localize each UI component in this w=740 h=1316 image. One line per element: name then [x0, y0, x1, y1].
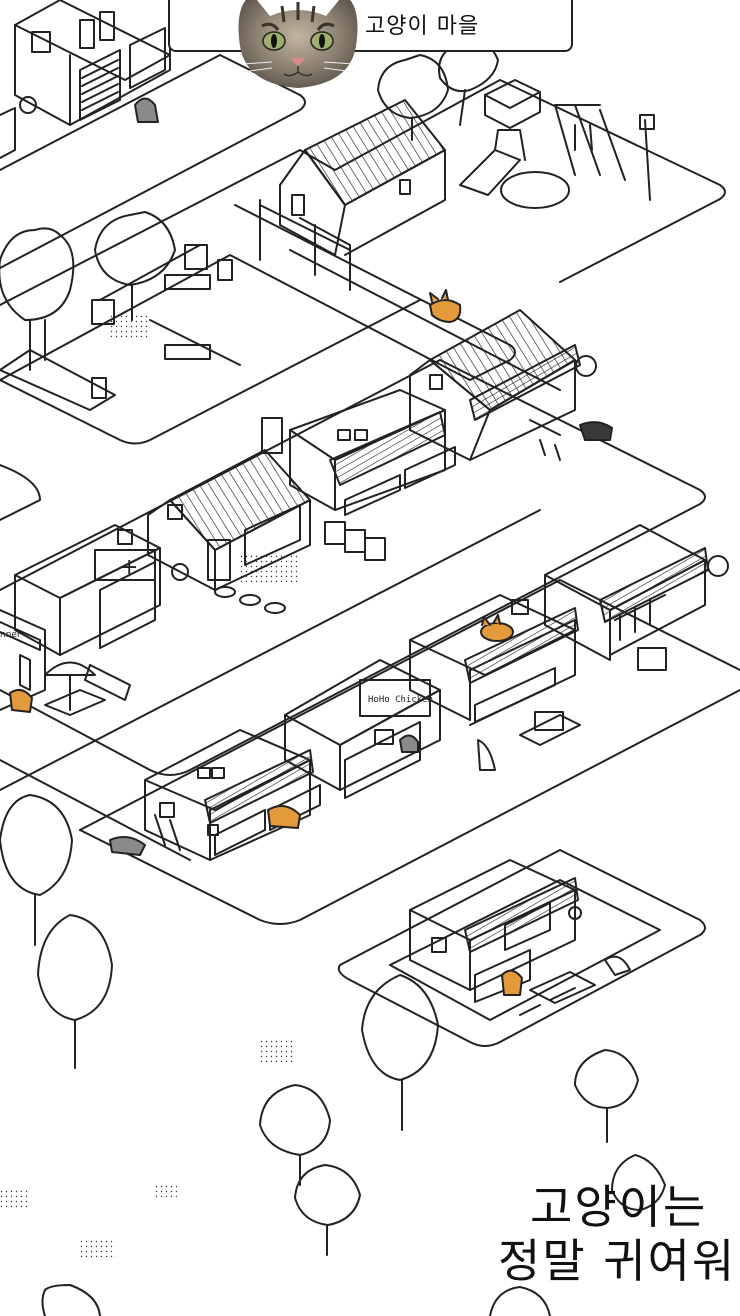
chicken-sign	[359, 679, 431, 717]
tree-1	[0, 227, 75, 371]
window	[31, 31, 51, 53]
a-frame-sign	[477, 739, 496, 771]
house-top-middle	[259, 99, 446, 291]
city-block-middle	[0, 359, 706, 861]
pharmacy-cross-icon: +	[120, 555, 138, 580]
slide	[459, 149, 521, 196]
tree-3	[377, 54, 449, 141]
pharmacy-building	[14, 524, 161, 656]
tree-10	[294, 1164, 361, 1256]
caption-line-1: 고양이는	[530, 1180, 708, 1234]
city-block-lower	[0, 509, 740, 925]
cat-orange-walking	[429, 289, 462, 323]
bench	[164, 274, 211, 290]
caption-line-2: 정말 귀여워	[498, 1234, 737, 1288]
log-border	[0, 349, 116, 411]
playground	[459, 79, 655, 209]
tree-11	[611, 1154, 666, 1211]
cat-face-avatar-icon[interactable]	[232, 0, 364, 90]
tree-7	[361, 974, 439, 1131]
park	[0, 244, 241, 411]
tree-5	[0, 794, 73, 946]
log	[84, 664, 131, 701]
cafe-building	[409, 859, 631, 1016]
city-block-cafe	[337, 849, 706, 1047]
sandbox	[500, 171, 570, 209]
cat-orange-chair	[9, 688, 33, 713]
clothing-shop	[544, 524, 729, 671]
cat-calico	[267, 805, 301, 829]
title-banner: 고양이 마을	[168, 0, 573, 52]
chicken-sign-label: HoHo Chicken	[368, 695, 433, 705]
tree-2	[94, 211, 176, 321]
chicken-shop	[284, 659, 441, 799]
bakery-sign-label: nner	[0, 630, 21, 640]
chimney	[261, 417, 283, 454]
tree-13	[489, 1286, 551, 1316]
patio-umbrella	[44, 661, 131, 716]
apartment-building	[0, 0, 171, 159]
cat-dark-walking	[579, 421, 613, 441]
clothing-sign-icon	[707, 555, 729, 577]
tree-6	[37, 914, 113, 1069]
grocery-lower	[144, 729, 321, 861]
game-title: 고양이 마을	[365, 14, 480, 39]
tree-12	[41, 1284, 101, 1316]
restaurant-building	[409, 309, 597, 461]
cat-grey-on-step	[399, 734, 419, 753]
cat-grey-sitting	[134, 97, 159, 123]
tree-9	[259, 1084, 331, 1186]
cat-grey-walking	[109, 835, 146, 856]
cat-cafe	[501, 969, 523, 996]
cat-orange-on-roof	[480, 614, 514, 642]
restaurant-sign-icon	[575, 355, 597, 377]
tree-8	[574, 1049, 639, 1143]
grocery-building	[289, 389, 456, 561]
tree-4	[438, 39, 499, 126]
swing-set	[554, 104, 626, 181]
